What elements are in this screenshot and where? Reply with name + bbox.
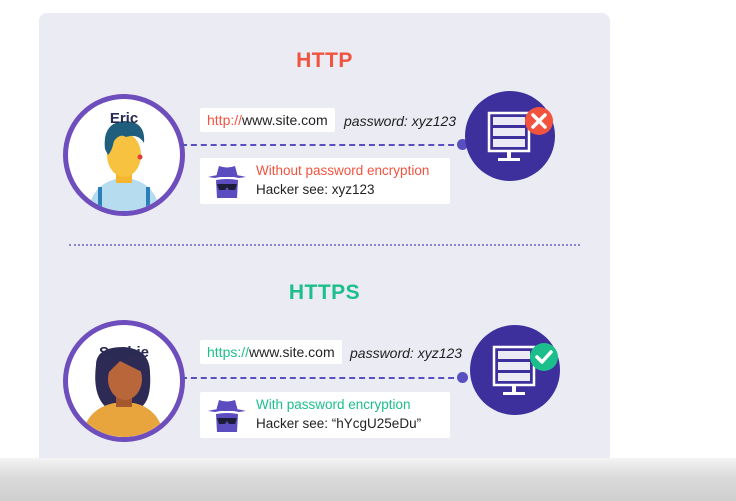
url-prefix: http:// — [207, 112, 243, 128]
diagram-panel: HTTP Eric http://www.site.com password: … — [39, 13, 610, 478]
url-domain: www.site.com — [249, 344, 335, 360]
http-hacker-sees: Hacker see: xyz123 — [256, 182, 375, 197]
x-icon — [525, 107, 553, 135]
http-server — [465, 91, 555, 181]
woman-avatar-icon — [82, 347, 164, 437]
hacker-icon — [208, 400, 246, 432]
https-hacker-sees: Hacker see: “hYcgU25eDu” — [256, 416, 422, 431]
http-url-field: http://www.site.com — [200, 108, 335, 132]
https-connection-dot — [457, 372, 468, 383]
https-encryption-status: With password encryption — [256, 397, 411, 412]
avatar-eric: Eric — [63, 94, 185, 216]
avatar-sophie: Sophie — [63, 320, 185, 442]
user-name-eric: Eric — [109, 110, 139, 127]
http-connection-line — [181, 144, 464, 146]
https-hacker-box: With password encryption Hacker see: “hY… — [200, 392, 450, 438]
url-prefix: https:// — [207, 344, 250, 360]
man-avatar-icon — [88, 121, 160, 211]
section-divider — [69, 244, 580, 246]
https-connection-line — [181, 377, 464, 379]
http-password-text: password: xyz123 — [344, 113, 457, 129]
hacker-icon — [208, 166, 246, 198]
user-name-sophie: Sophie — [98, 344, 149, 361]
http-connection-dot — [457, 139, 468, 150]
https-server — [470, 325, 560, 415]
https-title: HTTPS — [288, 281, 361, 304]
http-hacker-box: Without password encryption Hacker see: … — [200, 158, 450, 204]
https-password-text: password: xyz123 — [350, 345, 463, 361]
http-encryption-status: Without password encryption — [256, 163, 430, 178]
http-title: HTTP — [296, 49, 353, 72]
https-url-field: https://www.site.com — [200, 340, 342, 364]
check-icon — [530, 343, 558, 371]
bottom-bar — [0, 458, 736, 501]
url-domain: www.site.com — [242, 112, 328, 128]
server-icon — [487, 111, 531, 161]
